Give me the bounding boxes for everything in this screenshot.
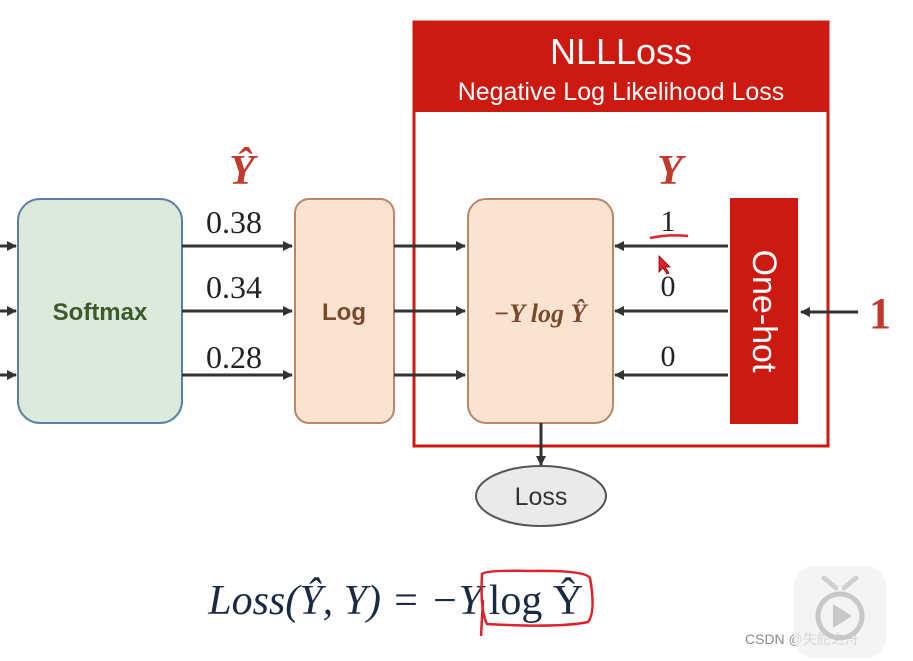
- onehot-value-3: 0: [661, 340, 676, 373]
- y-label: Y: [657, 148, 686, 194]
- neg-y-log-label: −Y log Ŷ: [494, 299, 589, 328]
- nllloss-header: [414, 22, 828, 112]
- formula-highlight-circle: [479, 569, 594, 637]
- input-class-value: 1: [869, 289, 891, 338]
- onehot-box: [730, 198, 798, 424]
- loss-node: [475, 465, 607, 527]
- softmax-label: Softmax: [53, 299, 148, 326]
- formula-highlight: log Ŷ: [489, 577, 584, 624]
- y-hat-label: Ŷ: [229, 147, 258, 194]
- nllloss-subtitle: Negative Log Likelihood Loss: [458, 78, 785, 106]
- formula-lhs: Loss(Ŷ, Y) = −Y: [207, 577, 486, 624]
- onehot-label: One-hot: [745, 250, 783, 373]
- cursor-icon: [658, 255, 671, 275]
- probability-1: 0.38: [206, 204, 262, 240]
- onehot-value-2: 0: [661, 270, 676, 303]
- nllloss-title: NLLLoss: [550, 31, 692, 72]
- video-play-button[interactable]: [794, 566, 886, 658]
- loss-label: Loss: [515, 483, 568, 511]
- play-icon: [815, 575, 865, 641]
- log-label: Log: [322, 299, 366, 326]
- probability-2: 0.34: [206, 269, 262, 305]
- onehot-value-1: 1: [661, 205, 676, 238]
- onehot-value-1-underline: [649, 234, 689, 240]
- probability-3: 0.28: [206, 339, 262, 375]
